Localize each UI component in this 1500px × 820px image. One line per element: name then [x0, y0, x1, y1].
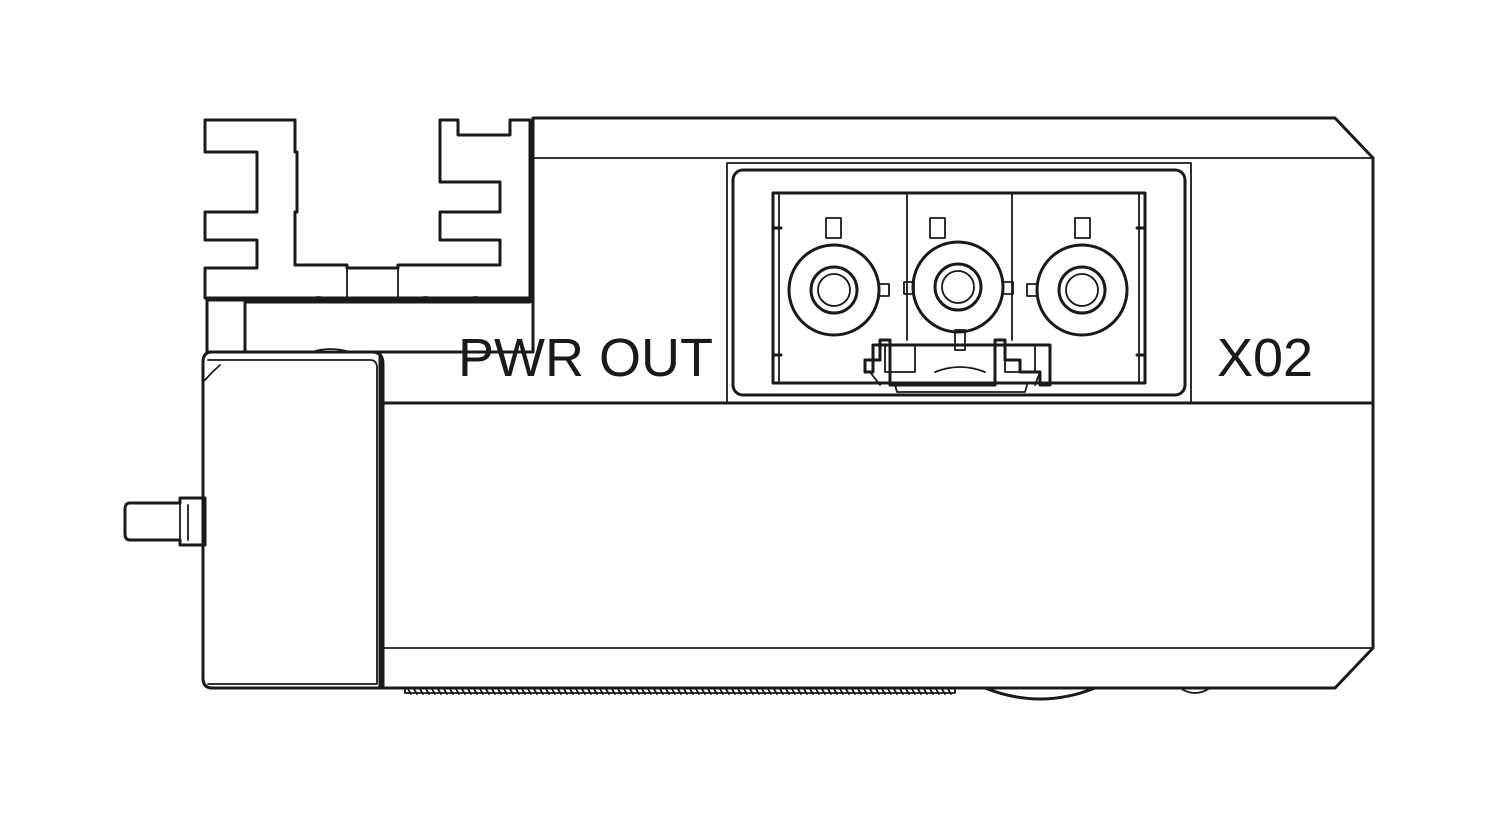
pwr-out-connector — [771, 191, 1147, 393]
side-pin — [123, 496, 207, 547]
connector-recess — [726, 162, 1192, 404]
side-module — [201, 348, 385, 690]
din-rail-clip — [203, 118, 532, 300]
knurled-edge — [404, 687, 956, 695]
pin-2 — [903, 217, 1014, 334]
port-id-label: X02 — [1217, 328, 1313, 388]
pin-3 — [1026, 217, 1129, 337]
pin-1 — [787, 217, 890, 337]
bottom-foot — [983, 686, 1211, 701]
port-name-label: PWR OUT — [458, 328, 713, 388]
